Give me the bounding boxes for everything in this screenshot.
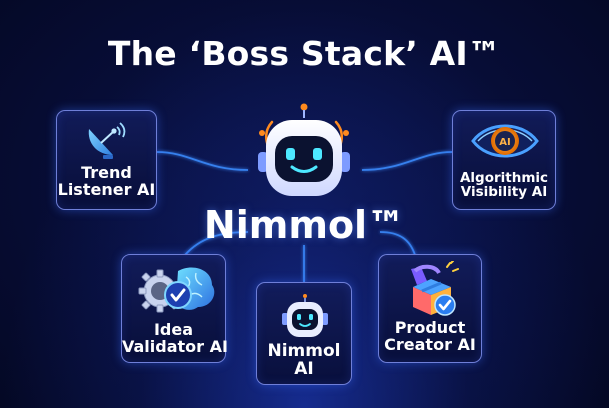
card-product-creator[interactable]: Product Creator AI	[378, 254, 482, 363]
eye-badge-text: AI	[499, 137, 510, 148]
connector-trend-listener	[156, 151, 249, 171]
eye-icon: AI	[470, 119, 540, 163]
hub-robot-icon	[244, 100, 364, 205]
gear-brain-check-icon	[134, 261, 218, 319]
box-check-icon	[401, 260, 463, 319]
card-idea-validator[interactable]: Idea Validator AI	[121, 254, 228, 363]
trend-listener-label: Trend Listener AI	[57, 163, 156, 199]
connector-idea-validator	[184, 231, 249, 256]
connector-product-creator	[379, 231, 416, 256]
connector-algorithmic-visibility	[361, 151, 453, 171]
idea-validator-label: Idea Validator AI	[122, 320, 228, 356]
algorithmic-visibility-label: Algorithmic Visibility AI	[459, 170, 549, 201]
card-trend-listener[interactable]: Trend Listener AI	[56, 110, 157, 210]
card-nimmol-ai[interactable]: Nimmol AI	[256, 282, 352, 385]
page-title: The ‘Boss Stack’ AI™	[107, 34, 502, 73]
satellite-dish-icon	[83, 119, 133, 163]
card-algorithmic-visibility[interactable]: AI Algorithmic Visibility AI	[452, 110, 556, 210]
product-creator-label: Product Creator AI	[384, 318, 476, 354]
hub-label: Nimmol™	[203, 203, 406, 247]
robot-icon	[279, 293, 331, 339]
nimmol-ai-label: Nimmol AI	[267, 341, 341, 379]
